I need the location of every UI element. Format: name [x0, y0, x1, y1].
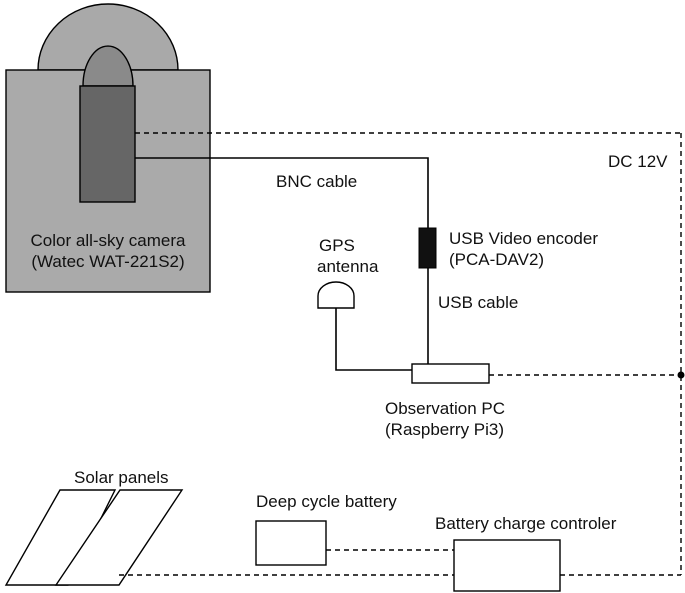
pc-label-line2: (Raspberry Pi3)	[385, 420, 504, 439]
battery-charge-controller	[453, 539, 561, 592]
bnc-cable-label: BNC cable	[276, 172, 357, 191]
camera-label-line2: (Watec WAT-221S2)	[31, 252, 184, 271]
encoder-label-line1: USB Video encoder	[449, 229, 598, 248]
camera-body	[79, 85, 136, 203]
battery-label: Deep cycle battery	[256, 492, 397, 511]
controller-label: Battery charge controler	[435, 514, 617, 533]
solar-label: Solar panels	[74, 468, 169, 487]
usb-video-encoder	[418, 227, 437, 269]
observation-pc	[411, 363, 490, 384]
gps-label-line2: antenna	[317, 257, 379, 276]
encoder-label-line2: (PCA-DAV2)	[449, 250, 544, 269]
pc-label-line1: Observation PC	[385, 399, 505, 418]
gps-label-line1: GPS	[319, 236, 355, 255]
usb-cable-label: USB cable	[438, 293, 518, 312]
camera-lens-dome	[82, 45, 134, 87]
gps-cable	[335, 308, 412, 371]
camera-label-line1: Color all-sky camera	[31, 231, 186, 250]
gps-antenna-icon	[317, 281, 355, 309]
dc-junction-dot	[677, 371, 685, 379]
deep-cycle-battery	[255, 520, 327, 566]
solar-panel-right	[54, 489, 184, 586]
solar-panels: Solar panels	[4, 468, 184, 586]
camera-dome-outer	[37, 3, 179, 71]
dc-label: DC 12V	[608, 152, 668, 171]
bnc-cable	[135, 157, 429, 228]
camera-assembly: Color all-sky camera (Watec WAT-221S2)	[5, 3, 211, 293]
